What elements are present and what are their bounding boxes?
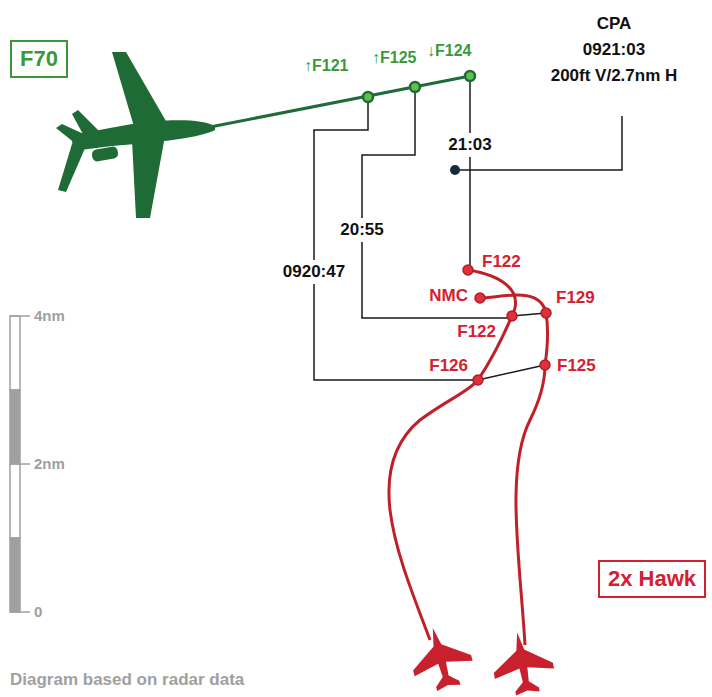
flight-level: ↓F124 bbox=[425, 42, 473, 60]
aircraft-label-box: 2x Hawk bbox=[598, 560, 706, 598]
time-label: 21:03 bbox=[445, 133, 494, 157]
aircraft-label-box: F70 bbox=[10, 40, 68, 78]
scale-bar bbox=[10, 316, 30, 612]
flight-level: F122 bbox=[480, 252, 523, 272]
scale-label: 0 bbox=[32, 603, 44, 620]
cpa-separation: 200ft V/2.7nm H bbox=[549, 66, 680, 86]
hawk-tracks bbox=[389, 270, 548, 645]
cpa-heading: CPA bbox=[595, 14, 634, 34]
f70-track bbox=[205, 76, 470, 128]
flight-level: ↑F121 bbox=[302, 57, 350, 75]
f70-aircraft bbox=[56, 52, 215, 218]
scale-label: 4nm bbox=[32, 307, 67, 324]
flight-level: F125 bbox=[555, 356, 598, 376]
flight-level: F126 bbox=[427, 356, 470, 376]
caption-note: Diagram based on radar data bbox=[8, 670, 246, 690]
cpa-time: 0921:03 bbox=[581, 40, 647, 60]
aircraft-label: F70 bbox=[20, 46, 58, 71]
flight-level: F122 bbox=[455, 322, 498, 342]
time-label: 20:55 bbox=[337, 218, 386, 242]
status-label: NMC bbox=[427, 286, 470, 306]
scale-label: 2nm bbox=[32, 455, 67, 472]
time-label: 0920:47 bbox=[280, 260, 348, 284]
hawk-aircraft bbox=[404, 620, 558, 697]
leader-lines bbox=[314, 76, 622, 380]
f70-track-points bbox=[363, 71, 475, 102]
aircraft-label: 2x Hawk bbox=[608, 566, 696, 591]
cpa-dot bbox=[450, 165, 460, 175]
flight-level: ↑F125 bbox=[370, 49, 418, 67]
flight-level: F129 bbox=[554, 288, 597, 308]
